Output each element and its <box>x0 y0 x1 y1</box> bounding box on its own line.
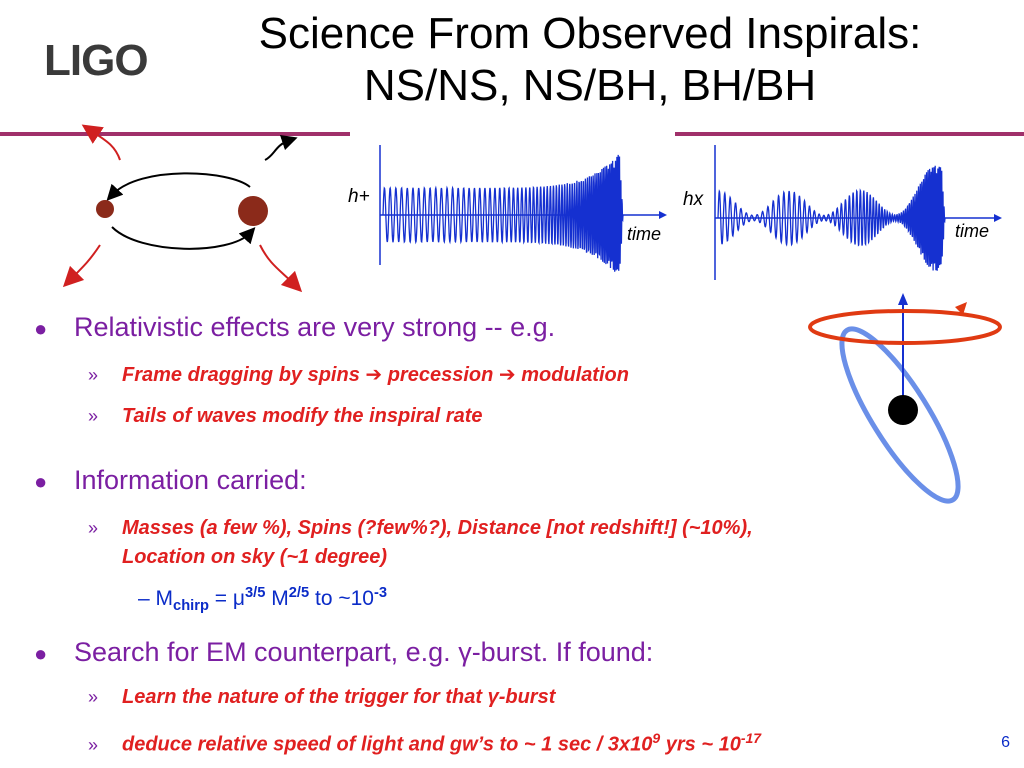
large-star <box>238 196 268 226</box>
time-label-1: time <box>627 224 661 244</box>
sub-marker: » <box>88 687 99 707</box>
wave-arrow-lr <box>259 244 303 293</box>
hplus-label: h+ <box>348 186 370 207</box>
bullet-marker: ● <box>34 640 48 666</box>
wave-arrow-ur <box>264 134 298 161</box>
hcross-label: hx <box>683 189 705 210</box>
sub-marker: » <box>88 365 99 385</box>
hcross-waveform: hx time <box>683 145 1002 280</box>
gamma-symbol: γ <box>458 637 472 667</box>
bullet-information: ● Information carried: <box>34 465 307 496</box>
ligo-logo: LIGO <box>44 36 149 85</box>
sub-marker: » <box>88 406 99 426</box>
bullet-text: Relativistic effects are very strong -- … <box>74 312 556 342</box>
time-label-2: time <box>955 221 989 241</box>
sub-tails: »Tails of waves modify the inspiral rate <box>88 405 483 427</box>
bullet-marker: ● <box>34 468 48 494</box>
arrow-icon: ➔ <box>498 364 516 386</box>
title-rule-left <box>0 132 350 136</box>
hplus-waveform: h+ time <box>348 145 667 272</box>
precession-arrow <box>955 302 967 315</box>
page-number: 6 <box>1001 734 1010 751</box>
precession-diagram <box>808 293 1002 504</box>
sub-masses-line2: Location on sky (~1 degree) <box>122 546 388 568</box>
bullet-marker: ● <box>34 315 48 341</box>
arrow-icon: ➔ <box>365 364 383 386</box>
title-rule-right <box>675 132 1024 136</box>
wave-arrow-ul <box>81 124 121 161</box>
sub-learn-trigger: »Learn the nature of the trigger for tha… <box>88 686 556 708</box>
wave-arrow-ll <box>62 244 101 288</box>
sub-marker: » <box>88 518 99 538</box>
black-hole <box>888 395 918 425</box>
bullet-text: Information carried: <box>74 465 307 495</box>
title-line-1: Science From Observed Inspirals: <box>258 9 922 58</box>
chirp-formula: – Mchirp = μ3/5 M2/5 to ~10-3 <box>138 585 388 615</box>
bullet-relativistic: ● Relativistic effects are very strong --… <box>34 312 555 343</box>
small-star <box>96 200 114 218</box>
binary-orbit-diagram <box>62 124 303 293</box>
slide-title: Science From Observed Inspirals: NS/NS, … <box>170 8 1010 112</box>
sub-marker: » <box>88 734 99 755</box>
precession-ring <box>808 309 1002 345</box>
bullet-search: ●Search for EM counterpart, e.g. γ-burst… <box>34 637 654 667</box>
title-line-2: NS/NS, NS/BH, BH/BH <box>363 61 817 110</box>
orbit-arrow-bottom <box>111 226 256 250</box>
sub-masses: »Masses (a few %), Spins (?few%?), Dista… <box>88 517 753 539</box>
sub-deduce-speed: »deduce relative speed of light and gw’s… <box>88 730 762 756</box>
orbit-arrow-top <box>106 172 251 201</box>
orbital-plane-ellipse <box>839 326 961 504</box>
sub-frame-dragging: »Frame dragging by spins ➔ precession ➔ … <box>88 364 629 386</box>
